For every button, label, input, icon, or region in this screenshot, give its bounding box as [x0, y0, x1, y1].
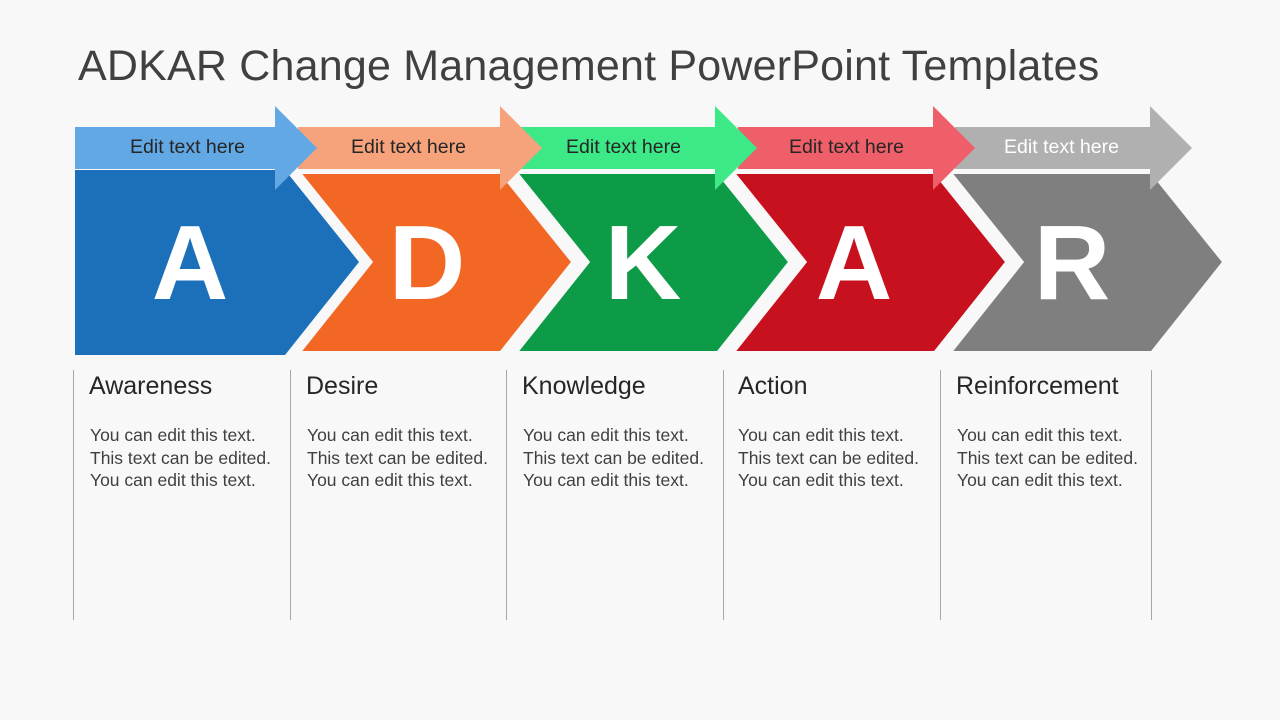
- tab-label-action[interactable]: Edit text here: [789, 136, 904, 158]
- tab-arrow-knowledge[interactable]: [520, 106, 757, 190]
- column-divider: [290, 370, 291, 620]
- tab-arrow-awareness[interactable]: [75, 106, 317, 190]
- letter-desire: D: [388, 204, 466, 322]
- body-reinforcement[interactable]: You can edit this text. This text can be…: [957, 425, 1138, 490]
- tab-label-desire[interactable]: Edit text here: [351, 136, 466, 158]
- heading-knowledge[interactable]: Knowledge: [522, 372, 646, 400]
- heading-action[interactable]: Action: [738, 372, 808, 400]
- letter-awareness: A: [151, 204, 229, 322]
- tab-arrow-action[interactable]: [738, 106, 975, 190]
- heading-desire[interactable]: Desire: [306, 372, 379, 400]
- heading-reinforcement[interactable]: Reinforcement: [956, 372, 1119, 400]
- body-desire[interactable]: You can edit this text. This text can be…: [307, 425, 488, 490]
- column-divider: [506, 370, 507, 620]
- body-knowledge[interactable]: You can edit this text. This text can be…: [523, 425, 704, 490]
- chevron-awareness[interactable]: [75, 170, 359, 355]
- column-divider: [1151, 370, 1152, 620]
- tab-arrow-reinforcement[interactable]: [955, 106, 1192, 190]
- body-action[interactable]: You can edit this text. This text can be…: [738, 425, 919, 490]
- slide-title[interactable]: ADKAR Change Management PowerPoint Templ…: [78, 42, 1100, 90]
- tab-arrow-desire[interactable]: [298, 106, 542, 190]
- letter-knowledge: K: [604, 204, 682, 322]
- column-divider: [723, 370, 724, 620]
- letter-action: A: [815, 204, 893, 322]
- column-divider: [73, 370, 74, 620]
- column-divider: [940, 370, 941, 620]
- tab-label-knowledge[interactable]: Edit text here: [566, 136, 681, 158]
- heading-awareness[interactable]: Awareness: [89, 372, 213, 400]
- letter-reinforcement: R: [1033, 204, 1111, 322]
- body-awareness[interactable]: You can edit this text. This text can be…: [90, 425, 271, 490]
- tab-label-awareness[interactable]: Edit text here: [130, 136, 245, 158]
- tab-label-reinforcement[interactable]: Edit text here: [1004, 136, 1119, 158]
